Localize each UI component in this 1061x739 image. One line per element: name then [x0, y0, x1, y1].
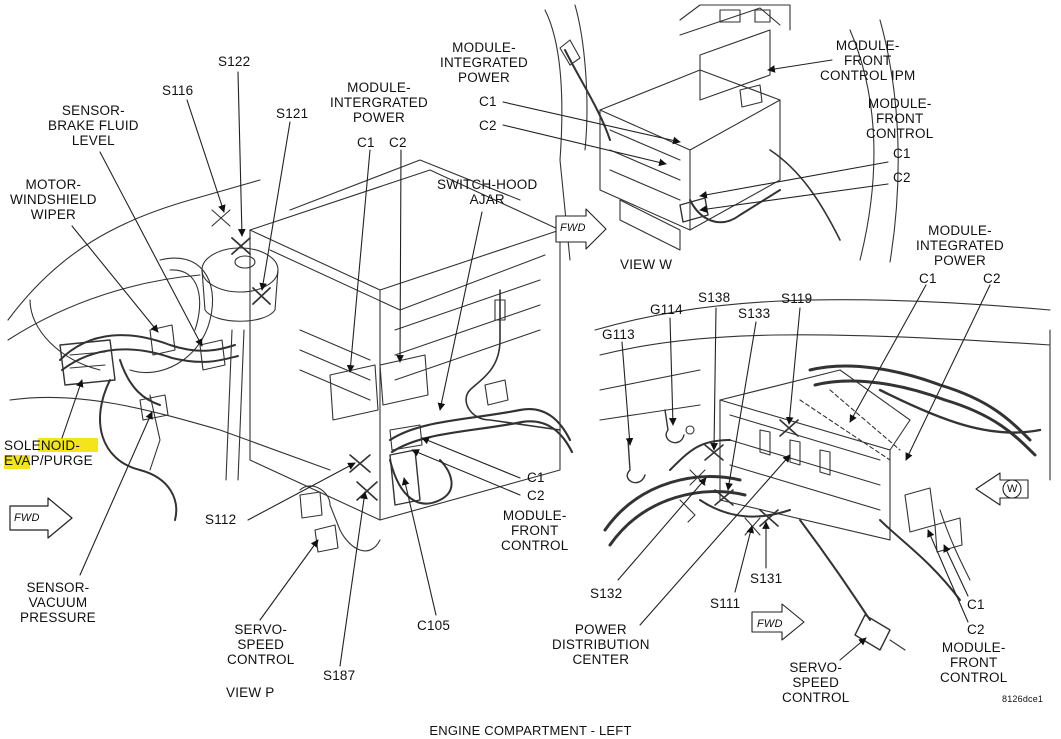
fwd-text-view-p: FWD: [14, 512, 40, 524]
label-3-c1: C1: [919, 271, 937, 286]
label-3-module-ipm: MODULE- INTEGRATED POWER: [916, 223, 1005, 268]
label-s138: S138: [698, 290, 731, 305]
label-sensor-brake-fluid: SENSOR- BRAKE FLUID LEVEL: [48, 103, 139, 148]
label-sensor-vacuum-pressure: SENSOR- VACUUM PRESSURE: [20, 580, 96, 625]
label-s122: S122: [218, 54, 251, 69]
label-c2: C2: [389, 135, 407, 150]
label-s133: S133: [738, 306, 771, 321]
highlight-solenoid-line2: [4, 455, 30, 469]
label-w-module-fc-ipm: MODULE- FRONT CONTROL IPM: [820, 38, 916, 83]
label-3-servo-speed-control: SERVO- SPEED CONTROL: [782, 660, 850, 705]
label-switch-hood-ajar: SWITCH-HOOD AJAR: [437, 177, 538, 207]
figure-id: 8126dce1: [1002, 694, 1044, 704]
label-solenoid-evap-purge: SOLENOID- EVAP/PURGE: [4, 438, 93, 468]
label-c1: C1: [357, 135, 375, 150]
label-fc-c2: C2: [527, 488, 545, 503]
view-w-leaders: [502, 59, 889, 213]
view-p-leaders: [61, 71, 521, 667]
label-3-module-front-control: MODULE- FRONT CONTROL: [940, 640, 1008, 685]
fwd-arrow-view-3: [751, 603, 805, 641]
label-w-module-ipm: MODULE- INTEGRATED POWER: [440, 40, 529, 85]
label-w-fc-c1: C1: [893, 146, 911, 161]
label-w-module-fc: MODULE- FRONT CONTROL: [866, 96, 934, 141]
label-s111: S111: [710, 596, 741, 611]
label-power-distribution-center: POWER DISTRIBUTION CENTER: [552, 622, 650, 667]
label-w-c2: C2: [479, 118, 497, 133]
fwd-text-view-3: FWD: [757, 618, 783, 630]
label-servo-speed-control: SERVO- SPEED CONTROL: [227, 622, 295, 667]
view-3-leaders: [617, 284, 1026, 661]
label-c105: C105: [417, 618, 451, 633]
view-p-drawing: [7, 159, 574, 553]
fwd-arrow-view-p: [9, 497, 73, 539]
label-w-c1: C1: [479, 94, 497, 109]
highlight-solenoid-line1: [38, 438, 98, 452]
label-3-fc-c2: C2: [967, 622, 985, 637]
title-view-p: VIEW P: [226, 685, 275, 700]
view-3-drawing: [594, 299, 1051, 651]
label-w-marker: W: [1007, 483, 1018, 495]
caption: ENGINE COMPARTMENT - LEFT: [429, 723, 632, 738]
fwd-arrow-view-w: [555, 208, 607, 250]
label-w-fc-c2: C2: [893, 170, 911, 185]
label-module-ipm: MODULE- INTERGRATED POWER: [330, 80, 428, 125]
label-s119: S119: [781, 291, 813, 306]
label-s116: S116: [162, 83, 194, 98]
title-view-w: VIEW W: [620, 257, 673, 272]
label-s121: S121: [276, 106, 309, 121]
label-fc-c1: C1: [527, 470, 545, 485]
label-g113: G113: [602, 327, 635, 342]
label-module-front-control: MODULE- FRONT CONTROL: [501, 508, 569, 553]
label-motor-wiper: MOTOR- WINDSHIELD WIPER: [10, 177, 97, 222]
label-3-c2: C2: [983, 271, 1001, 286]
label-s112: S112: [205, 512, 237, 527]
fwd-text-view-w: FWD: [560, 222, 586, 234]
w-marker-arrow: [975, 472, 1029, 506]
label-s132: S132: [590, 586, 623, 601]
label-g114: G114: [650, 302, 683, 317]
view-w-drawing: [544, 4, 899, 263]
label-s187: S187: [323, 668, 356, 683]
label-3-fc-c1: C1: [967, 597, 985, 612]
label-s131: S131: [750, 571, 783, 586]
